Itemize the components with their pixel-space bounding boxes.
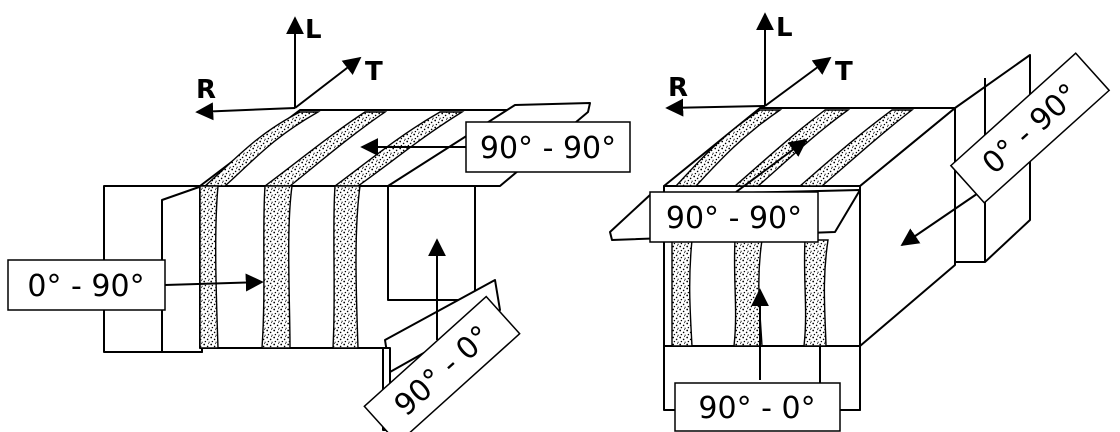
svg-text:90° - 90°: 90° - 90° — [666, 201, 802, 236]
svg-text:90° - 0°: 90° - 0° — [698, 391, 815, 426]
right-top-label-arrow — [735, 138, 808, 193]
right-front-band — [671, 239, 693, 347]
right-specimen: L T R 90° - 90° 0° - 90° 90° - 0° — [609, 12, 1111, 432]
svg-text:0° - 90°: 0° - 90° — [27, 269, 144, 304]
right-top-label: 90° - 90° — [649, 191, 819, 243]
left-side-label: 0° - 90° — [7, 259, 166, 311]
right-front-band — [733, 239, 763, 347]
left-front-band — [261, 185, 293, 349]
left-right-plate — [387, 185, 476, 301]
left-top-label: 90° - 90° — [465, 121, 631, 173]
right-axis-t-label: T — [835, 57, 853, 87]
left-axes: L T R — [195, 15, 383, 121]
left-axis-l-label: L — [305, 15, 322, 45]
right-bottom-label: 90° - 0° — [674, 382, 841, 432]
left-front-band — [199, 185, 219, 349]
right-side-label-arrow — [900, 184, 991, 247]
left-top-band — [262, 111, 388, 187]
right-axis-r-label: R — [668, 73, 688, 103]
right-top-band — [674, 109, 783, 187]
right-axis-l-label: L — [776, 13, 793, 43]
left-axis-r-label: R — [196, 75, 216, 105]
right-axes: L T R — [665, 12, 853, 117]
left-specimen: L T R 90° - 90° 0° - 90° 90° - 0° — [7, 15, 631, 432]
left-side-label-arrow — [164, 273, 264, 292]
left-front-band — [332, 185, 361, 349]
right-front-band — [803, 239, 829, 347]
svg-text:90° - 90°: 90° - 90° — [480, 131, 616, 166]
left-axis-t-label: T — [365, 57, 383, 87]
left-top-band — [332, 111, 465, 187]
left-top-band — [203, 111, 321, 187]
left-end-block-side — [161, 185, 203, 353]
right-top-band — [798, 109, 915, 187]
